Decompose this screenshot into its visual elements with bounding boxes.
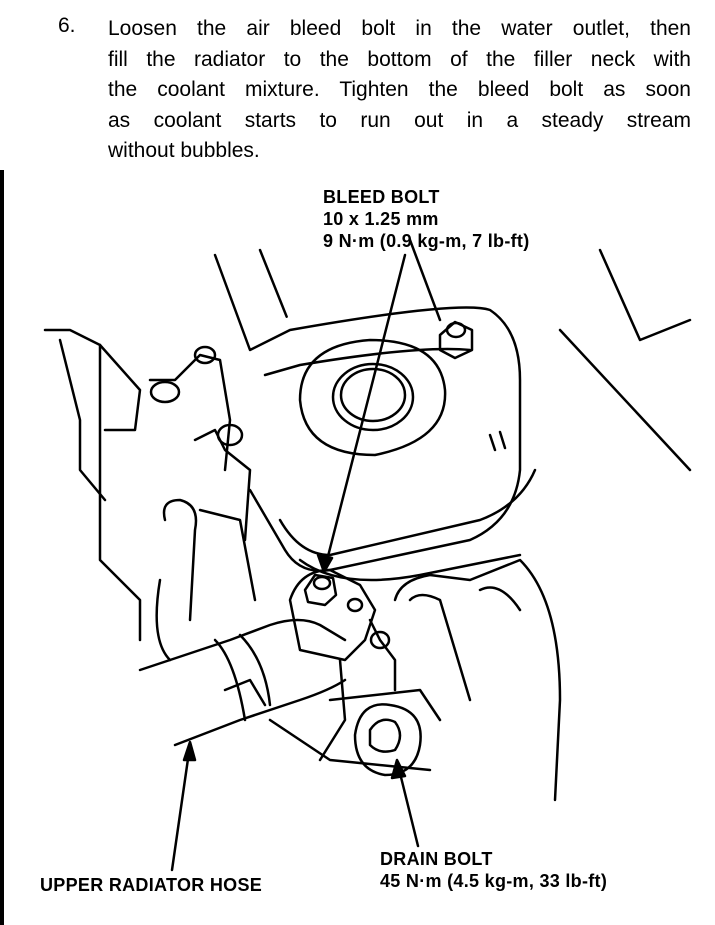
drain-bolt [353,703,422,777]
upper-radiator-hose [138,618,347,747]
bolt [438,320,474,360]
instruction-line: Loosen the air bleed bolt in the water o… [108,17,691,40]
instruction-line: fill the radiator to the bottom of the f… [108,47,691,71]
margin-rule [0,170,4,925]
filler-cap [298,338,447,457]
instruction-line: the coolant mixture. Tighten the bleed b… [108,78,691,101]
bleed-bolt-title: BLEED BOLT [323,187,440,207]
instruction-line: as coolant starts to run out in a steady… [108,108,691,132]
bleed-bolt-leader-arrow [316,253,407,574]
drain-bolt-callout: DRAIN BOLT 45 N·m (4.5 kg-m, 33 lb-ft) [380,848,607,892]
step-number: 6. [58,14,76,37]
bleed-bolt-torque: 9 N·m (0.9 kg-m, 7 lb-ft) [323,231,530,251]
step-instruction: Loosen the air bleed bolt in the water o… [108,14,691,167]
upper-radiator-hose-leader-arrow [170,740,197,872]
bleed-bolt-size: 10 x 1.25 mm [323,209,439,229]
upper-radiator-hose-label: UPPER RADIATOR HOSE [40,875,263,895]
drain-bolt-title: DRAIN BOLT [380,849,493,869]
bleed-bolt-callout: BLEED BOLT 10 x 1.25 mm 9 N·m (0.9 kg-m,… [323,186,530,252]
water-outlet [288,568,377,662]
drain-bolt-leader-arrow [390,758,420,848]
drain-bolt-torque: 45 N·m (4.5 kg-m, 33 lb-ft) [380,871,608,891]
instruction-line: without bubbles. [108,139,260,162]
